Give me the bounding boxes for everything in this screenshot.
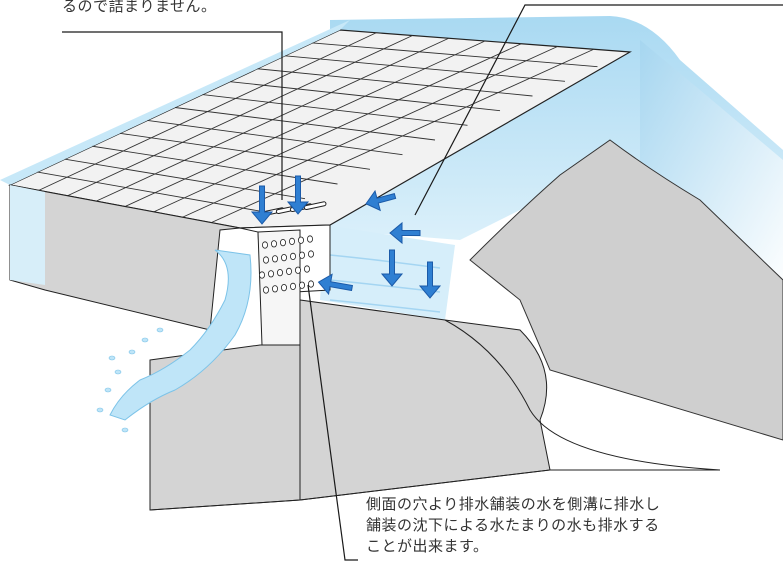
hole-icon (303, 265, 310, 273)
arrow-icon (286, 175, 310, 215)
leader-line-top-right (414, 4, 783, 216)
hole-icon (306, 235, 313, 243)
hole-icon (262, 256, 269, 264)
hole-icon (261, 241, 268, 249)
bank-rock (469, 139, 783, 441)
caption-bottom: 側面の穴より排水舗装の水を側溝に排水し 舗装の沈下による水たまりの水も排水する … (366, 494, 660, 557)
slot (303, 201, 327, 211)
hole-icon (297, 236, 304, 244)
outflow-water (109, 249, 252, 421)
hole-icon (280, 283, 287, 292)
hole-icon (262, 286, 269, 294)
hole-icon (280, 254, 287, 262)
hole-icon (271, 255, 278, 263)
hole-icon (267, 270, 274, 278)
droplet (96, 407, 104, 413)
grid-line (182, 46, 558, 218)
hole-icon (258, 271, 265, 279)
hole-icon (289, 282, 296, 290)
water-droplets (96, 327, 164, 433)
leader-line-bottom (307, 284, 358, 561)
hole-icon (271, 285, 278, 293)
base-block (149, 299, 551, 511)
arrow-icon (380, 249, 404, 287)
leader-line-top-left (62, 31, 283, 200)
droplet (156, 327, 164, 333)
droplet (104, 387, 112, 393)
grid-line (38, 32, 377, 191)
hole-icon (288, 237, 295, 245)
base-bottom (149, 469, 720, 511)
caption-top-left: るので詰まりません。 (62, 0, 217, 15)
hole-icon (285, 267, 292, 275)
hole-icon (294, 266, 301, 274)
droplet (108, 355, 116, 361)
grid-line (211, 48, 594, 224)
arrow-icon (389, 221, 421, 245)
caption-bottom-line-1: 側面の穴より排水舗装の水を側溝に排水し (366, 495, 661, 513)
hole-icon (307, 280, 314, 288)
caption-bottom-line-3: ことが出来ます。 (366, 537, 489, 555)
hole-icon (279, 239, 286, 247)
hole-icon (276, 268, 283, 277)
droplet (128, 349, 136, 355)
grid-line (124, 40, 486, 207)
droplet (141, 337, 149, 343)
droplet (114, 369, 122, 375)
arrow-icon (365, 189, 397, 212)
drain-holes (258, 235, 314, 294)
hole-icon (307, 250, 314, 258)
hole-icon (270, 240, 277, 248)
hole-icon (289, 252, 296, 260)
hole-icon (298, 281, 305, 289)
curb-front-blue (10, 185, 45, 285)
grid-line (67, 35, 413, 197)
flow-arrows (250, 175, 442, 299)
base-curve (444, 319, 721, 471)
droplet (121, 427, 129, 433)
gutter-water (320, 225, 455, 320)
arrow-icon (418, 261, 442, 299)
bank-slope (640, 40, 783, 300)
arrow-icon (317, 273, 354, 296)
hole-icon (298, 251, 305, 259)
arrow-icon (250, 185, 274, 225)
paving-edge-blue (0, 20, 350, 185)
grid-line (96, 37, 449, 202)
caption-bottom-line-2: 舗装の沈下による水たまりの水も排水する (366, 516, 660, 534)
grid-line (153, 43, 522, 213)
